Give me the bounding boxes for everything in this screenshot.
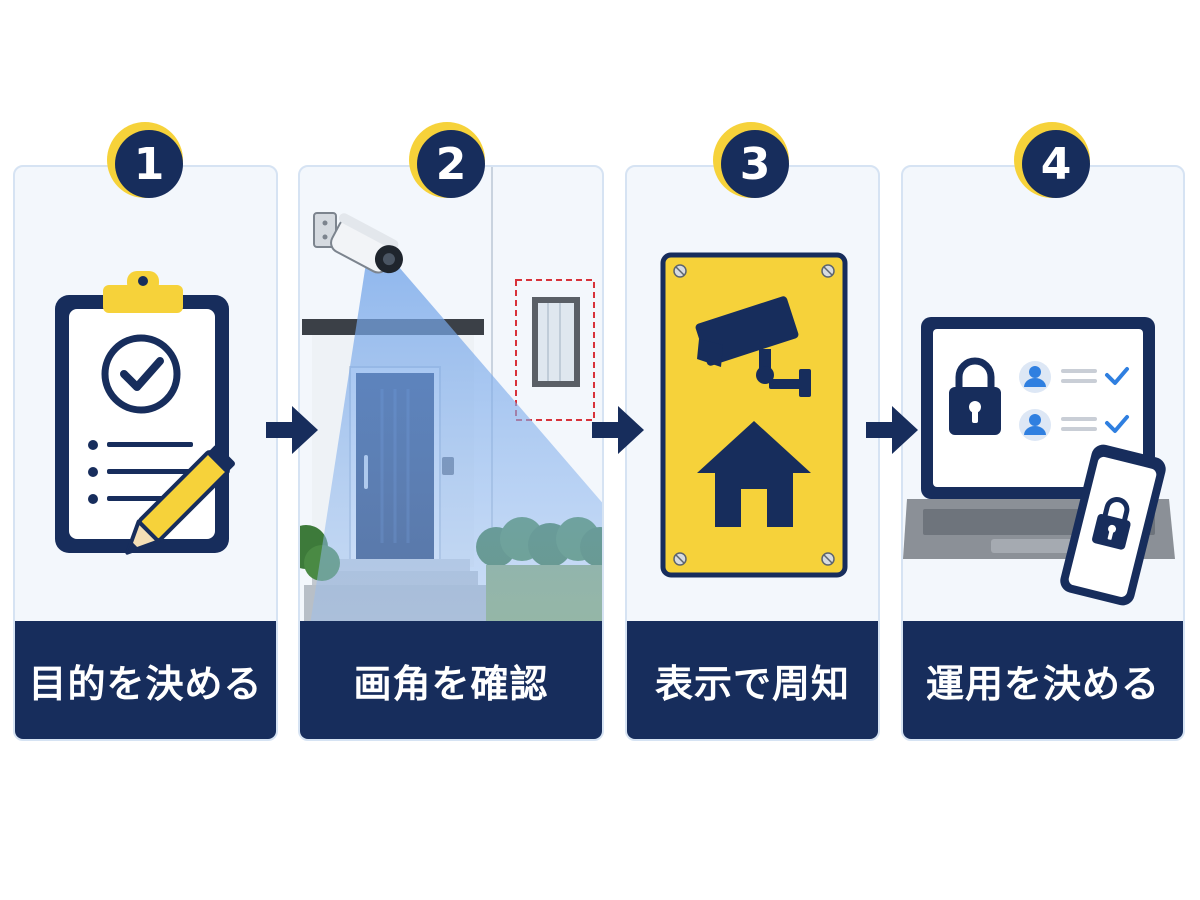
step-card-2: 画角を確認 — [298, 165, 604, 741]
step-number-badge-1: 1 — [105, 120, 185, 200]
step-label-1: 目的を決める — [15, 621, 276, 739]
step-number-3: 3 — [739, 138, 771, 190]
arrow-right-icon — [866, 406, 918, 454]
step-label-4: 運用を決める — [903, 621, 1183, 739]
camera-view-icon — [300, 167, 602, 625]
step-card-4: 運用を決める — [901, 165, 1185, 741]
arrow-right-icon — [592, 406, 644, 454]
secure-access-icon — [903, 317, 1175, 606]
step-card-1: 目的を決める — [13, 165, 278, 741]
step-2-illustration — [300, 167, 602, 625]
step-number-badge-4: 4 — [1012, 120, 1092, 200]
step-number-4: 4 — [1040, 138, 1072, 190]
step-label-3: 表示で周知 — [627, 621, 878, 739]
clipboard-check-icon — [55, 271, 235, 555]
step-card-3: 表示で周知 — [625, 165, 880, 741]
badge-ring-icon — [1014, 122, 1090, 198]
badge-ring-icon — [713, 122, 789, 198]
step-number-badge-2: 2 — [407, 120, 487, 200]
step-1-illustration — [15, 167, 276, 625]
arrow-right-icon — [266, 406, 318, 454]
step-number-1: 1 — [133, 138, 165, 190]
step-4-illustration — [903, 167, 1183, 625]
badge-ring-icon — [107, 122, 183, 198]
step-label-2: 画角を確認 — [300, 621, 602, 739]
step-number-badge-3: 3 — [711, 120, 791, 200]
badge-ring-icon — [409, 122, 485, 198]
step-3-illustration — [627, 167, 878, 625]
cctv-sign-icon — [660, 252, 848, 578]
step-number-2: 2 — [435, 138, 467, 190]
